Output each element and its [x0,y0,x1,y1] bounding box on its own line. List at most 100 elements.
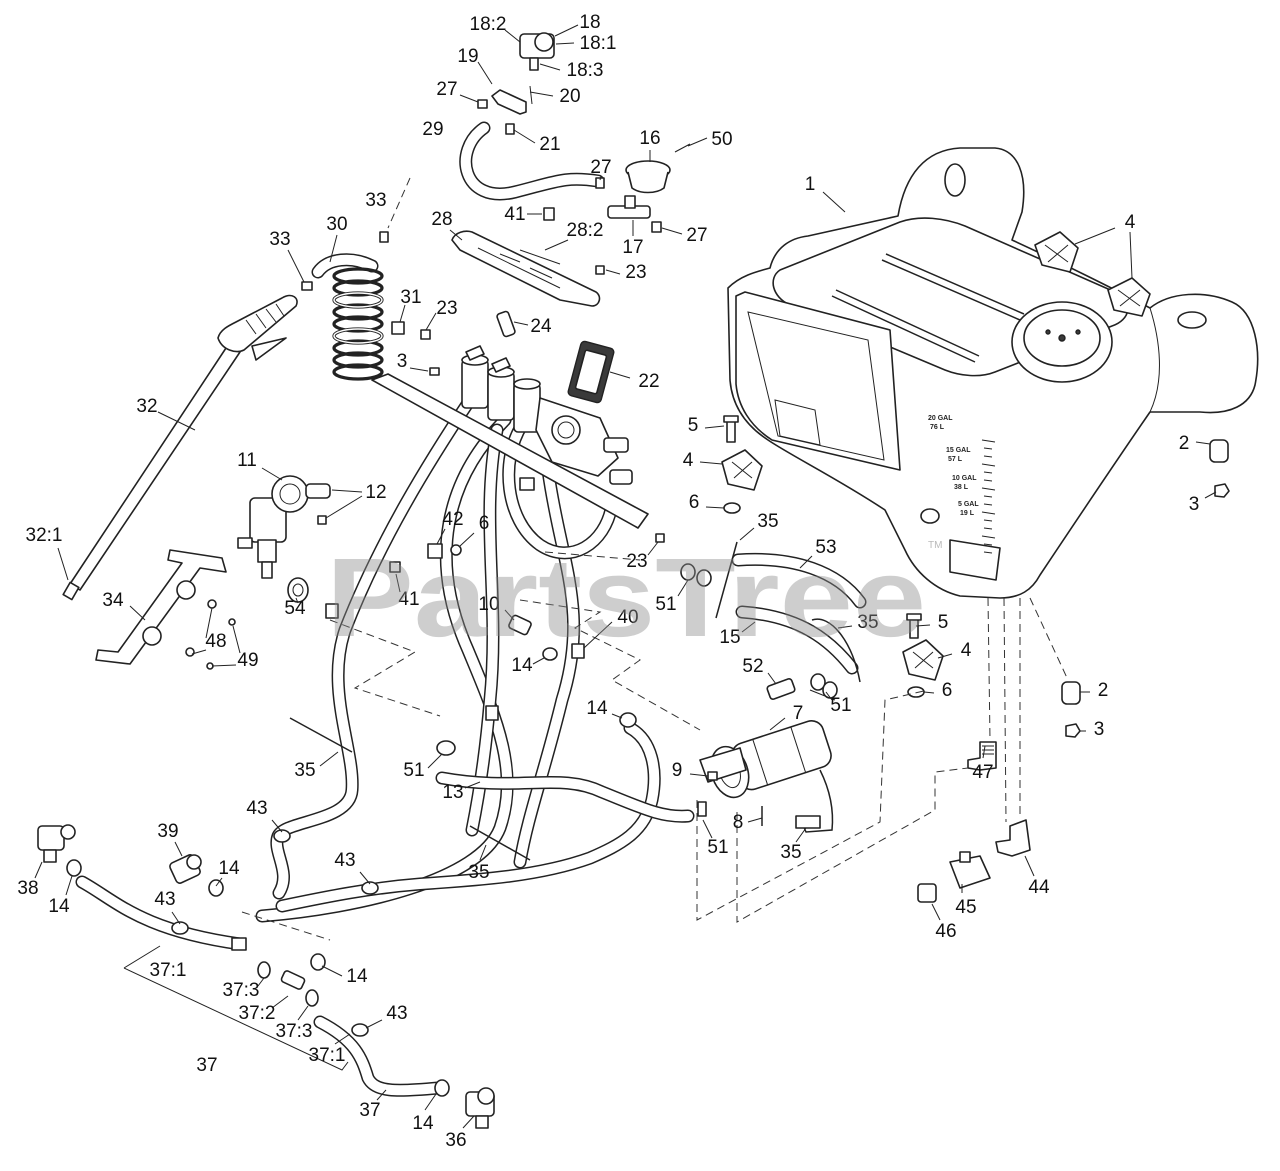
valve-handle [491,357,511,373]
callout-43: 43 [334,850,355,871]
callout-5: 5 [938,612,949,633]
coil-hose [332,267,384,381]
callout-19: 19 [457,46,478,67]
nozzle-38-cap [60,824,76,840]
callout-40: 40 [617,607,638,628]
coil-loop-highlight [333,292,383,308]
strainer-cap-16-body [627,171,669,194]
clamp-51 [697,801,707,817]
coil-loop [332,267,384,285]
callout-36: 36 [445,1130,466,1151]
mount-bar [371,373,649,529]
pin-50 [674,143,691,153]
callout-7: 7 [793,703,804,724]
callout-27: 27 [436,79,457,100]
callout-6: 6 [479,513,490,534]
bracket-34 [95,549,227,665]
callout-18-2: 18:2 [470,14,507,35]
hose-ring-27 [651,221,662,233]
callout-13: 13 [442,782,463,803]
grommet-54-inner [292,583,304,597]
assembly-line [241,911,331,941]
valve-11-head [271,475,309,513]
callout-23: 23 [436,298,457,319]
ring-37-3 [257,961,271,979]
cable-tie-35 [289,717,353,753]
assembly-line [519,599,701,731]
hose-clip [325,603,339,619]
tank-graduation-marks [981,439,996,554]
assembly-line [696,689,929,921]
callout-11: 11 [237,450,257,471]
callout-14: 14 [412,1113,434,1134]
assembly-line [387,177,411,229]
clamp-14 [434,1079,450,1097]
bumper-nut [1214,483,1230,498]
leader-line [34,24,1217,1129]
tank-front-recess [774,399,821,446]
callout-14: 14 [511,655,533,676]
coil-fitting [379,231,389,243]
clamp-14 [310,953,326,971]
clamp-14 [208,879,224,897]
tank-cap-vent [1045,329,1051,335]
tank-front-panel [735,291,901,471]
hose-clip [519,477,535,491]
callout-51: 51 [403,760,424,781]
washer-6 [450,544,462,556]
bracket-34-boss [142,626,162,646]
assembly-line [987,597,991,741]
callout-35: 35 [757,511,778,532]
callout-23: 23 [625,262,646,283]
tank-outlet-fitting [920,508,940,524]
coil-loop-highlight [333,328,383,344]
callout-22: 22 [638,371,659,392]
fitting-52 [766,678,796,700]
assembly-line [329,619,441,717]
cap-46 [917,883,937,903]
callout-1: 1 [805,174,816,195]
callout-14: 14 [218,858,240,879]
callout-24: 24 [530,316,552,337]
pad-bolt-head [906,613,922,621]
callout-37-1: 37:1 [309,1045,346,1066]
gun-handle [217,294,298,353]
callout-32: 32 [136,396,157,417]
callout-43: 43 [386,1003,407,1024]
callout-54: 54 [284,598,306,619]
cable-tie-35 [469,825,531,861]
callout-51: 51 [707,837,728,858]
callout-35: 35 [468,862,489,883]
callout-12: 12 [365,482,386,503]
valve-bracket-19 [491,89,527,115]
hose-37-1-end [231,937,247,951]
washer-48 [207,599,217,609]
tank-bottom-window [949,539,1001,581]
callout-53: 53 [815,537,836,558]
coupler-37-2 [280,970,306,990]
assembly-lines [123,177,1069,1071]
clamp-51 [436,740,456,756]
tank-label-57-l: 57 L [948,456,963,463]
tank-cap-vent [1075,329,1081,335]
callout-50: 50 [711,129,732,150]
pump-7 [699,720,834,833]
clamp-14 [542,647,558,661]
gun-grip-ridges [245,303,285,335]
fitting-24 [496,310,516,338]
callout-29: 29 [422,119,443,140]
callout-28: 28 [431,209,452,230]
callout-31: 31 [400,287,421,308]
callout-52: 52 [742,656,763,677]
coil-loop [332,303,384,321]
callout-41: 41 [398,589,419,610]
tank-label-15-gal: 15 GAL [946,447,971,454]
coil-loop [332,363,384,381]
screw-23 [420,329,431,340]
callout-37: 37 [359,1100,380,1121]
tank-cap-vent [1058,334,1066,342]
drain-fittings [917,741,1031,903]
pad-bolt [726,419,736,443]
top-valve-assembly [477,32,691,233]
